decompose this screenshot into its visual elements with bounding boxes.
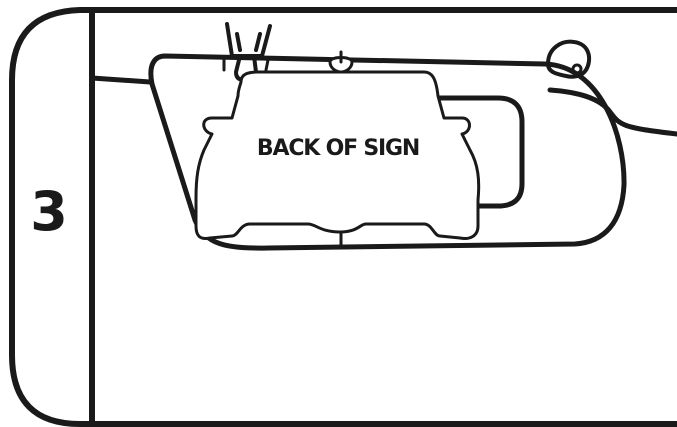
visor-clip (546, 39, 592, 79)
step-number: 3 (30, 180, 68, 243)
windshield-edge (89, 75, 153, 85)
mount-bracket (225, 22, 272, 82)
panel-frame (9, 7, 677, 427)
bracket-base (222, 58, 270, 72)
clip-hole (571, 63, 583, 75)
sign-label: BACK OF SIGN (256, 136, 420, 161)
headliner-edge (547, 87, 677, 137)
mirror-cover (437, 95, 525, 209)
